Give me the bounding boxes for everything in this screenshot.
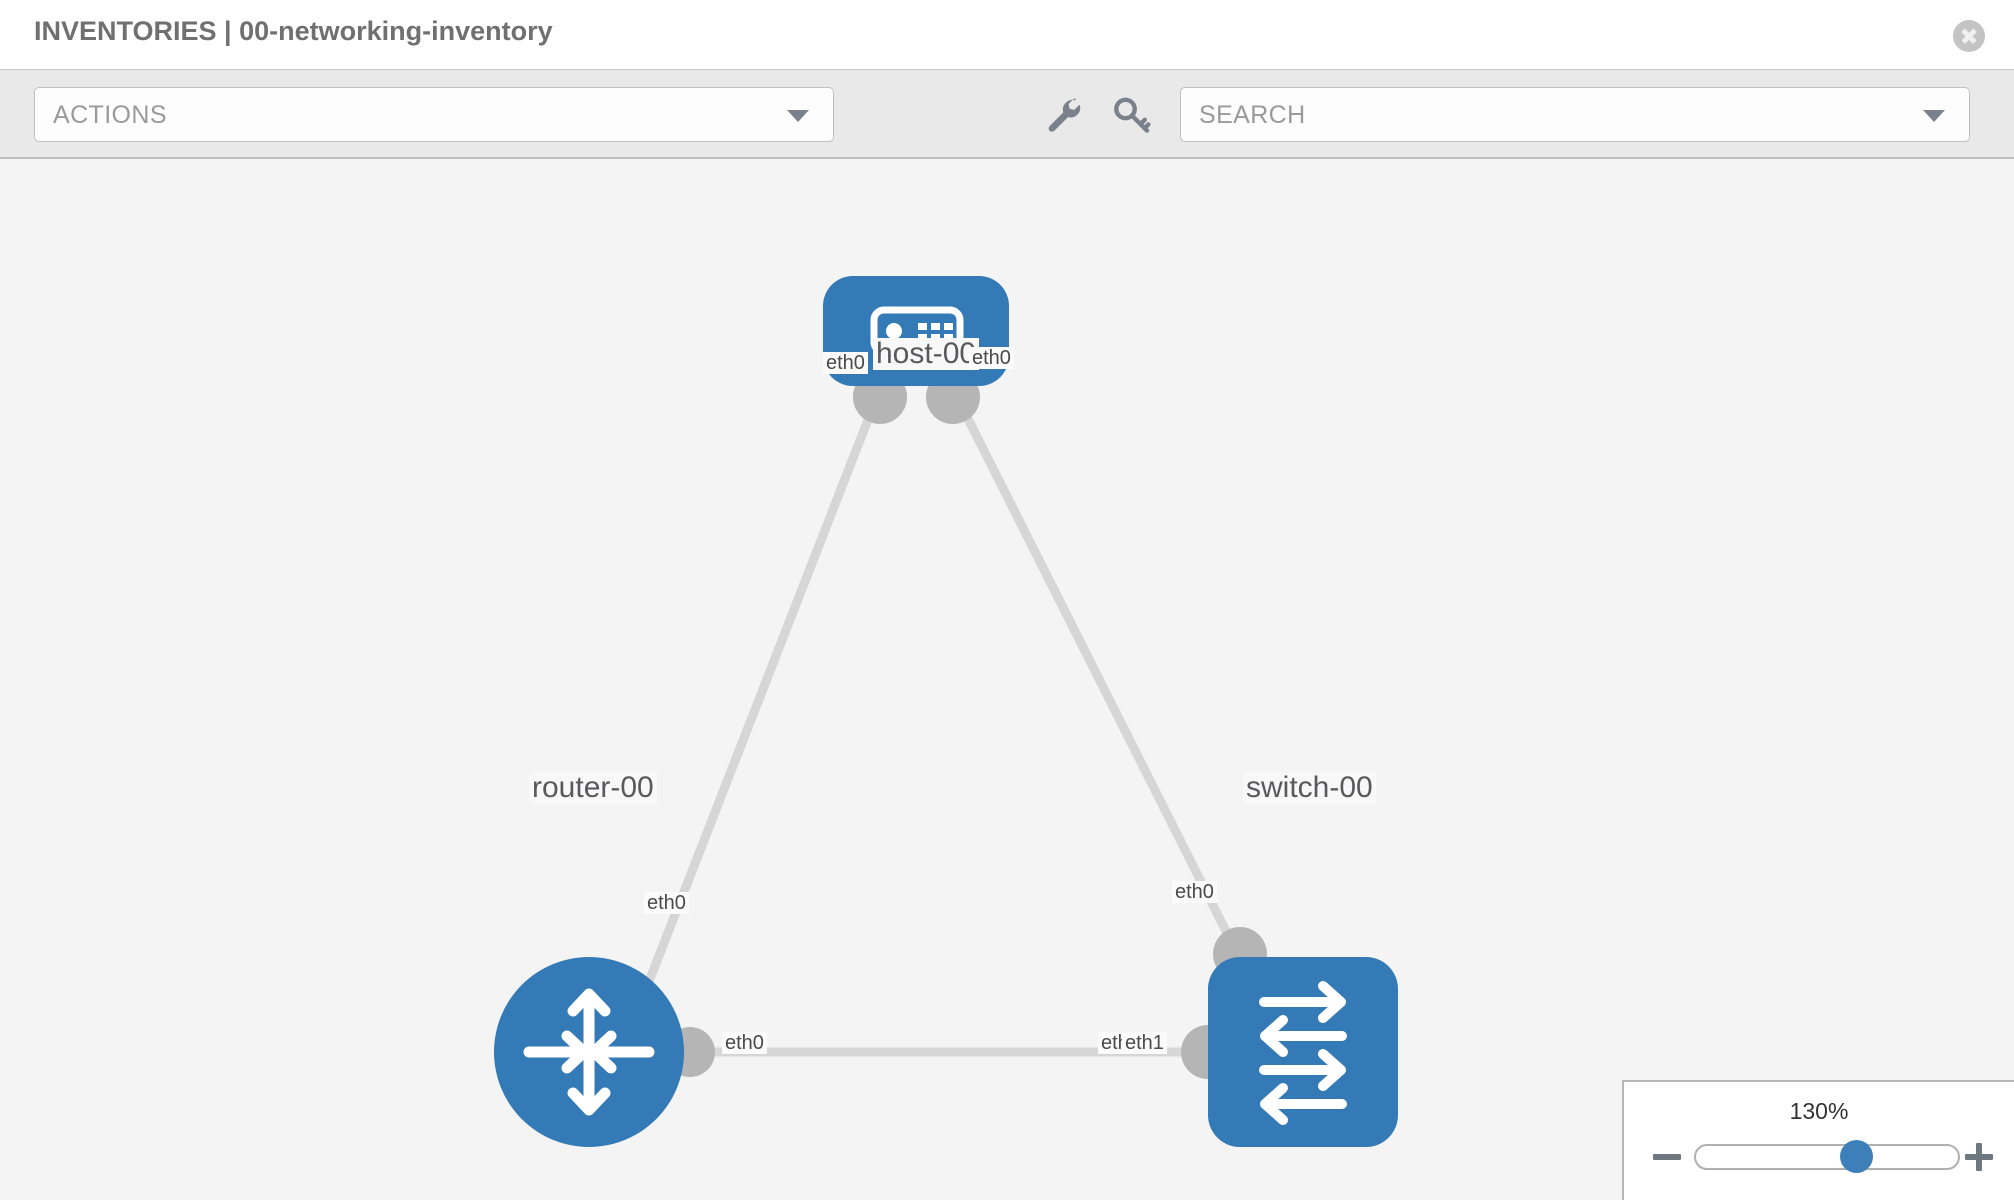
node-label-host-00[interactable]: host-00 — [873, 338, 980, 370]
edge-label-host-to-router[interactable]: eth0 — [823, 352, 868, 374]
edge-label-router-to-host[interactable]: eth0 — [644, 892, 689, 914]
edge-label-switch-to-host[interactable]: eth0 — [1172, 881, 1217, 903]
zoom-slider-thumb[interactable] — [1839, 1140, 1873, 1173]
node-label-switch-00[interactable]: switch-00 — [1243, 772, 1376, 804]
key-icon[interactable] — [1110, 92, 1156, 138]
zoom-slider[interactable] — [1694, 1140, 1960, 1173]
zoom-control-panel: 130% — [1622, 1080, 2014, 1200]
search-placeholder: SEARCH — [1199, 101, 1306, 129]
zoom-out-button[interactable] — [1650, 1140, 1684, 1174]
link-host-switch — [948, 384, 1245, 964]
link-host-router — [645, 384, 885, 984]
search-input[interactable]: SEARCH — [1180, 87, 1970, 142]
chevron-down-icon[interactable] — [1923, 109, 1945, 122]
node-router-00 — [494, 957, 684, 1147]
zoom-in-button[interactable] — [1962, 1140, 1996, 1174]
edge-label-router-to-switch[interactable]: eth0 — [722, 1032, 767, 1054]
chevron-down-icon — [787, 109, 809, 122]
page-title: INVENTORIES | 00-networking-inventory — [34, 16, 553, 46]
wrench-icon[interactable] — [1040, 92, 1086, 138]
actions-dropdown[interactable]: ACTIONS — [34, 87, 834, 142]
edge-label-switch-to-router-eth1[interactable]: eth1 — [1122, 1032, 1167, 1054]
close-icon[interactable] — [1953, 20, 1985, 52]
node-switch-00 — [1208, 957, 1398, 1147]
page-header: INVENTORIES | 00-networking-inventory — [0, 0, 2014, 69]
actions-dropdown-label: ACTIONS — [53, 101, 167, 129]
topology-canvas[interactable]: host-00 router-00 switch-00 eth0 eth0 et… — [0, 159, 2014, 1200]
toolbar: ACTIONS SEARCH — [0, 69, 2014, 159]
node-label-router-00[interactable]: router-00 — [529, 772, 657, 804]
edge-label-host-to-switch[interactable]: eth0 — [969, 347, 1014, 369]
zoom-level-value: 130% — [1789, 1098, 1849, 1124]
topology-graph — [494, 276, 1398, 1147]
